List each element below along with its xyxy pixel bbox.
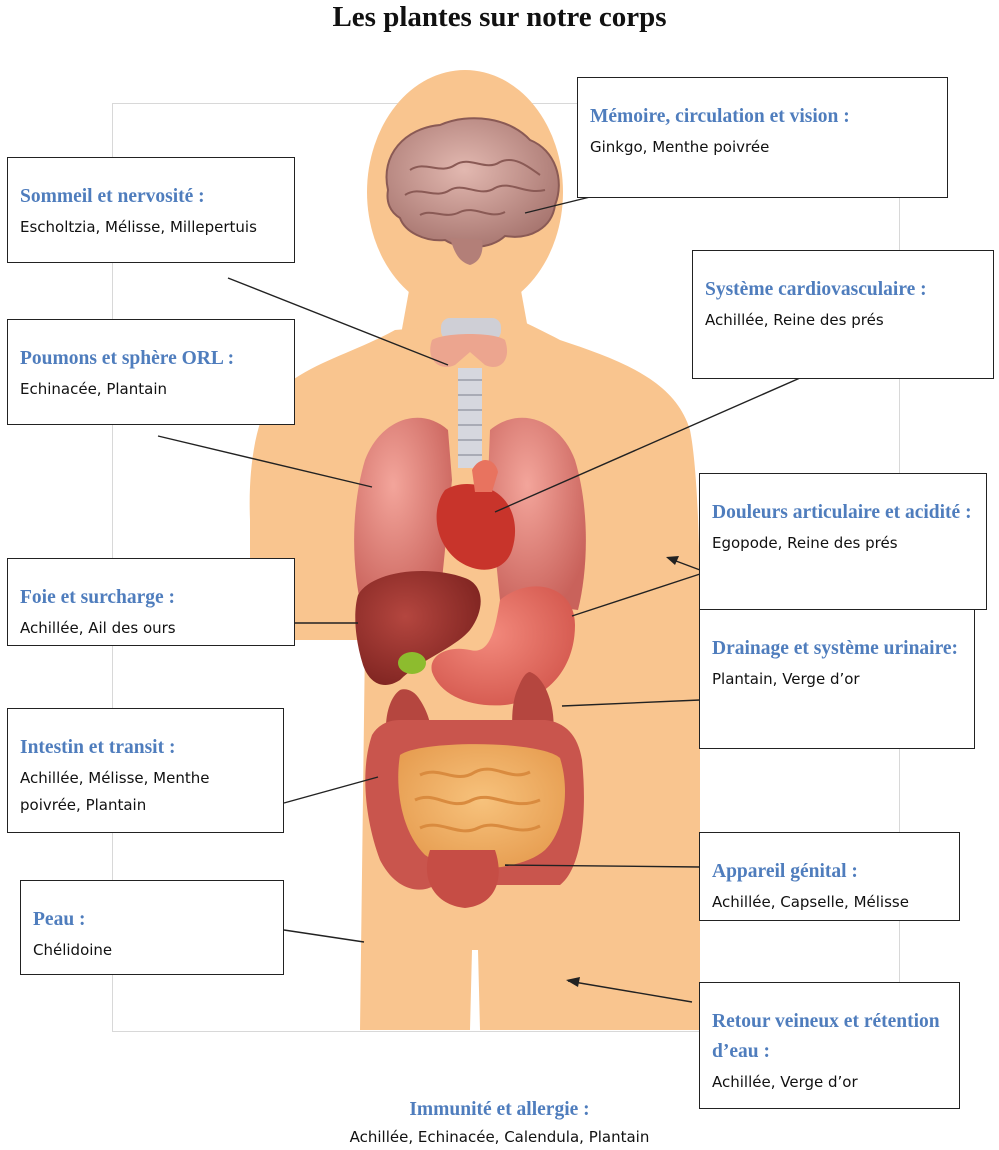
heart (436, 460, 516, 570)
memoire-plants: Ginkgo, Menthe poivrée (590, 138, 770, 156)
arrowheads (566, 556, 679, 987)
immunite-plants: Achillée, Echinacée, Calendula, Plantain (349, 1128, 650, 1146)
immunite-footer: Immunité et allergie : Achillée, Echinac… (0, 1096, 999, 1150)
retour-plants: Achillée, Verge d’or (712, 1073, 858, 1091)
thyroid (430, 318, 508, 368)
retour-box: Retour veineux et rétention d’eau : Achi… (699, 982, 960, 1109)
intestin-heading: Intestin et transit : (20, 737, 176, 758)
cardio-heading: Système cardiovasculaire : (705, 279, 927, 300)
liver (355, 571, 481, 685)
retour-heading: Retour veineux et rétention d’eau : (712, 1011, 940, 1062)
page-title: Les plantes sur notre corps (332, 1, 667, 33)
sommeil-heading: Sommeil et nervosité : (20, 186, 205, 207)
trachea (458, 368, 482, 468)
memoire-box: Mémoire, circulation et vision : Ginkgo,… (577, 77, 948, 198)
stomach (431, 586, 575, 706)
poumons-heading: Poumons et sphère ORL : (20, 348, 235, 369)
peau-box: Peau : Chélidoine (20, 880, 284, 975)
cardio-box: Système cardiovasculaire : Achillée, Rei… (692, 250, 994, 379)
intestines (365, 720, 584, 908)
poumons-box: Poumons et sphère ORL : Echinacée, Plant… (7, 319, 295, 425)
immunite-heading: Immunité et allergie : (409, 1099, 590, 1120)
genital-plants: Achillée, Capselle, Mélisse (712, 893, 909, 911)
sommeil-plants: Escholtzia, Mélisse, Millepertuis (20, 218, 257, 236)
cardio-plants: Achillée, Reine des prés (705, 311, 884, 329)
genital-box: Appareil génital : Achillée, Capselle, M… (699, 832, 960, 921)
lungs (354, 417, 586, 610)
douleurs-plants: Egopode, Reine des prés (712, 534, 898, 552)
foie-box: Foie et surcharge : Achillée, Ail des ou… (7, 558, 295, 646)
foie-plants: Achillée, Ail des ours (20, 619, 176, 637)
sommeil-box: Sommeil et nervosité : Escholtzia, Mélis… (7, 157, 295, 263)
drainage-heading: Drainage et système urinaire: (712, 638, 959, 659)
douleurs-box: Douleurs articulaire et acidité : Egopod… (699, 473, 987, 610)
intestin-plants: Achillée, Mélisse, Menthe poivrée, Plant… (20, 769, 210, 814)
foie-heading: Foie et surcharge : (20, 587, 176, 608)
poumons-plants: Echinacée, Plantain (20, 380, 167, 398)
peau-plants: Chélidoine (33, 941, 113, 959)
brain (385, 117, 560, 265)
peau-heading: Peau : (33, 909, 86, 930)
douleurs-heading: Douleurs articulaire et acidité : (712, 502, 972, 523)
memoire-heading: Mémoire, circulation et vision : (590, 106, 850, 127)
intestin-box: Intestin et transit : Achillée, Mélisse,… (7, 708, 284, 833)
drainage-box: Drainage et système urinaire: Plantain, … (699, 609, 975, 749)
genital-heading: Appareil génital : (712, 861, 858, 882)
drainage-plants: Plantain, Verge d’or (712, 670, 860, 688)
connector-lines (157, 196, 801, 1003)
